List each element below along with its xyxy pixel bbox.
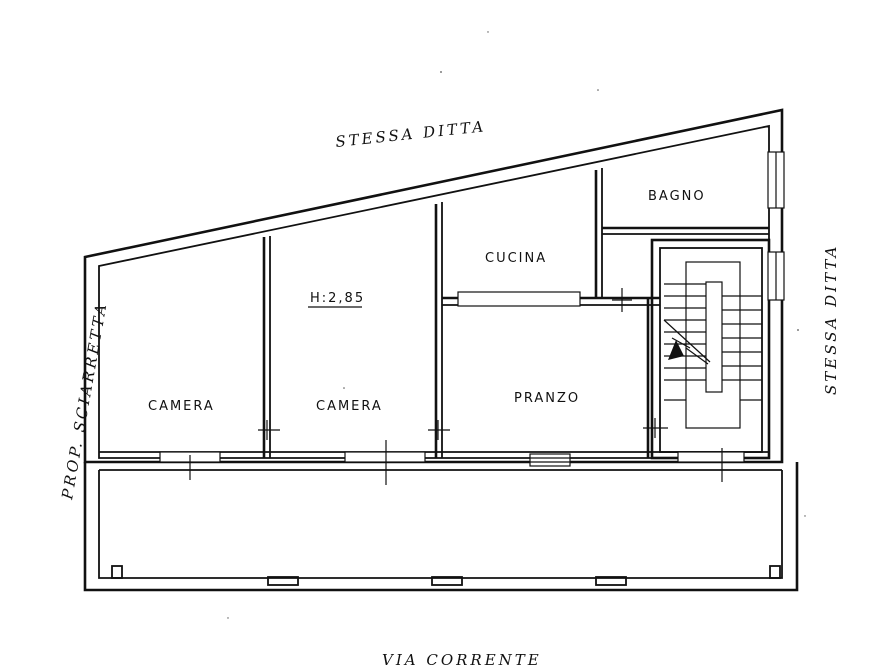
room-label-bagno: BAGNO bbox=[648, 189, 706, 204]
section-marks bbox=[189, 288, 723, 485]
street-label-bottom: VIA CORRENTE bbox=[382, 651, 542, 669]
room-label-cucina: CUCINA bbox=[485, 251, 547, 266]
scan-specks bbox=[227, 31, 806, 619]
ceiling-height-label: H:2,85 bbox=[310, 291, 365, 306]
partitions bbox=[99, 168, 771, 460]
neighbor-label-right: STESSA DITTA bbox=[822, 244, 840, 395]
terrace bbox=[83, 462, 799, 592]
room-label-camera-1: CAMERA bbox=[148, 399, 215, 414]
staircase bbox=[663, 261, 762, 429]
room-label-pranzo: PRANZO bbox=[514, 391, 580, 406]
room-label-camera-2: CAMERA bbox=[316, 399, 383, 414]
neighbor-label-top: STESSA DITTA bbox=[335, 117, 487, 151]
